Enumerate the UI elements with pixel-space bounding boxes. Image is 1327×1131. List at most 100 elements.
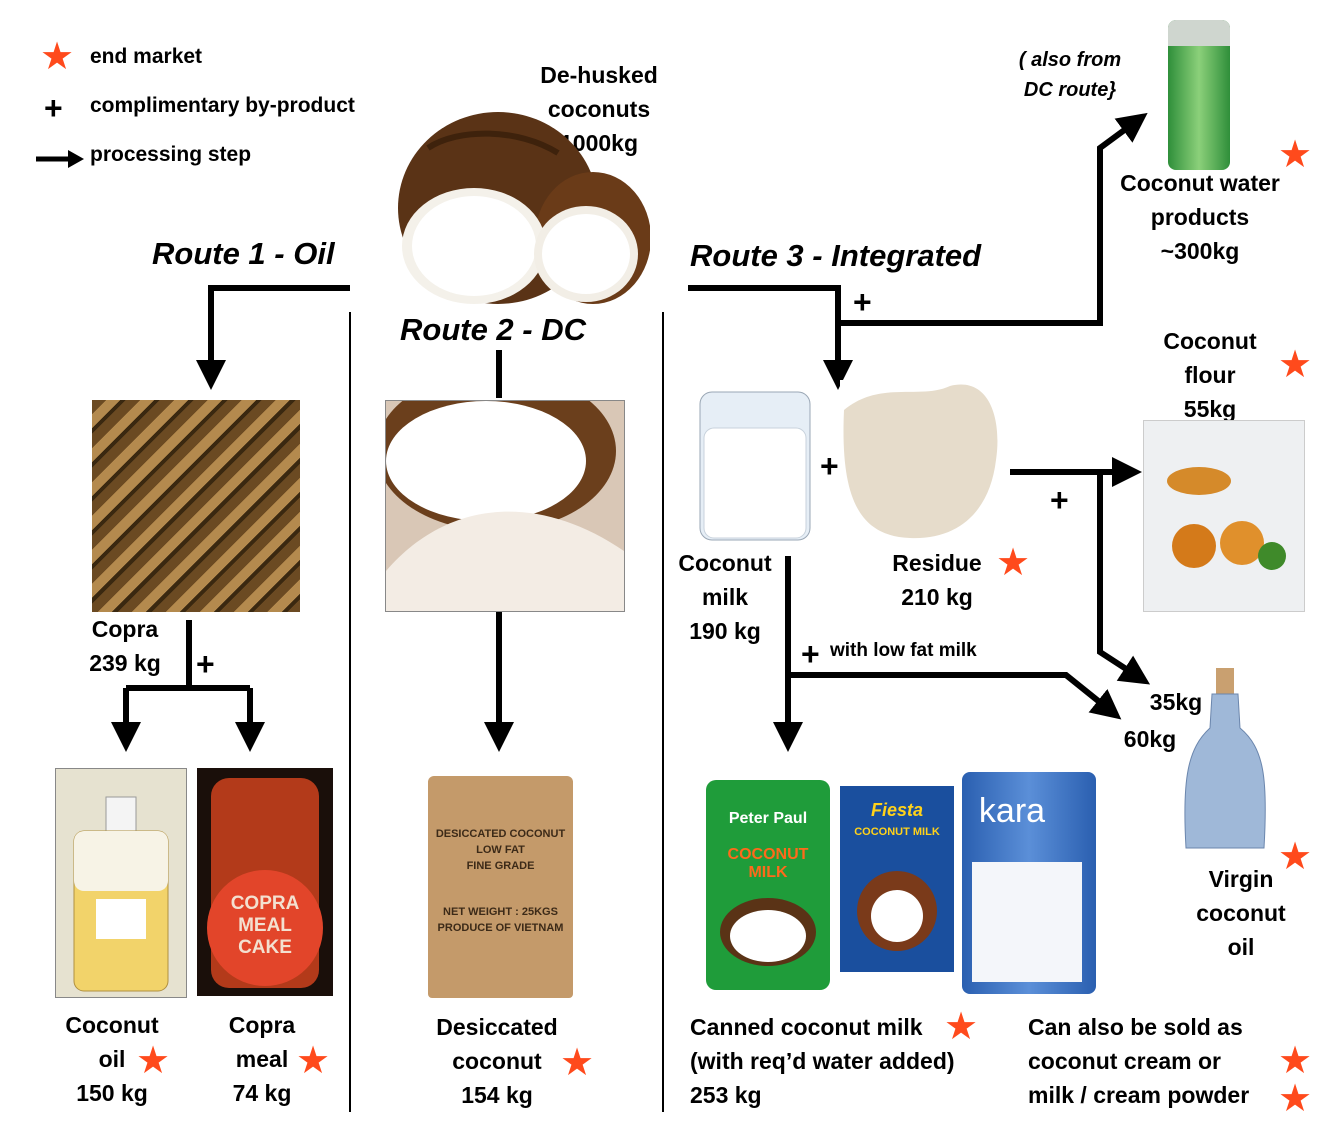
flour-star-icon: ★: [1278, 344, 1313, 386]
legend-star-icon: ★: [40, 36, 75, 78]
route3-connector: [688, 285, 853, 390]
copra-meal-amount: 74 kg: [232, 1080, 292, 1106]
note-line2: DC route}: [1023, 79, 1117, 101]
copra-label: Copra 239 kg: [80, 612, 170, 680]
copra-amount: 239 kg: [89, 650, 161, 676]
vco-star-icon: ★: [1278, 836, 1313, 878]
water-star-icon: ★: [1278, 134, 1313, 176]
bag-text-5: PRODUCE OF VIETNAM: [437, 922, 564, 934]
legend-processing: processing step: [90, 143, 252, 166]
canned-star-icon: ★: [944, 1006, 979, 1048]
low-fat-milk-label: with low fat milk: [830, 640, 977, 661]
kara-brand: kara: [978, 792, 1046, 830]
lowfat-plus-icon: +: [801, 636, 820, 672]
canned-line2: (with req’d water added): [690, 1048, 955, 1074]
also-line3: milk / cream powder: [1028, 1082, 1250, 1108]
to-water-arrow: [838, 112, 1148, 326]
copra-name: Copra: [91, 616, 159, 642]
legend-end-market: end market: [90, 45, 203, 68]
desiccated-line1: Desiccated: [436, 1014, 558, 1040]
vco-line3: oil: [1227, 934, 1255, 960]
vco-amount-60: 60kg: [1123, 726, 1177, 752]
desiccated-powder-image: [385, 400, 625, 612]
water-plus-icon: +: [853, 284, 872, 320]
legend-byproduct: complimentary by-product: [90, 94, 355, 117]
residue-label: Residue 210 kg: [880, 546, 994, 614]
powder-icon: [386, 401, 624, 611]
lowfat-to-vco-arrow: [788, 672, 1122, 720]
vco-line1: Virgin: [1208, 866, 1274, 892]
jar-text-3: CAKE: [238, 937, 292, 958]
desiccated-label: Desiccated coconut 154 kg: [420, 1010, 574, 1112]
peter-paul-can-image: Peter Paul COCONUT MILK: [706, 780, 830, 990]
vco-bottle-icon: [1184, 668, 1266, 849]
coconut-flour-label: Coconut flour 55kg: [1150, 324, 1270, 426]
also-line2: coconut cream or: [1028, 1048, 1221, 1074]
canned-line1: Canned coconut milk: [690, 1014, 923, 1040]
route1-title: Route 1 - Oil: [152, 236, 335, 271]
milk-glass-icon: [699, 391, 811, 541]
canned-amount: 253 kg: [690, 1082, 762, 1108]
route2-title: Route 2 - DC: [400, 312, 586, 347]
residue-icon: [843, 384, 998, 539]
cream-star-icon: ★: [1278, 1040, 1313, 1082]
can-top: [1168, 20, 1230, 46]
peter-paul-product: COCONUT MILK: [706, 846, 830, 882]
also-line1: Can also be sold as: [1028, 1014, 1243, 1040]
milk-line1: Coconut: [678, 550, 772, 576]
vco-bottle-image: [1180, 668, 1270, 858]
coconut-halves-image: [398, 112, 650, 304]
jar-text-2: MEAL: [238, 915, 292, 936]
note-line1: ( also from: [1018, 49, 1122, 71]
can-coconut-text: COCONUT: [727, 846, 809, 863]
brand-peter: Peter: [728, 810, 769, 827]
kara-label-panel: [972, 862, 1082, 982]
flour-amount: 55kg: [1183, 396, 1237, 422]
also-sold-label: Can also be sold as coconut cream or mil…: [1028, 1010, 1249, 1112]
water-line2: products: [1150, 204, 1250, 230]
bag-text-2: LOW FAT: [476, 844, 525, 856]
copra-meal-image: COPRA MEAL CAKE: [197, 768, 333, 996]
fiesta-coconut-icon: [857, 871, 937, 951]
residue-amount: 210 kg: [901, 584, 973, 610]
desiccated-amount: 154 kg: [461, 1082, 533, 1108]
fiesta-box-image: Fiesta COCONUT MILK: [840, 786, 954, 972]
powder-star-icon: ★: [1278, 1078, 1313, 1120]
bag-text: DESICCATED COCONUT LOW FAT FINE GRADE NE…: [428, 826, 573, 936]
flour-branch-down: [1097, 472, 1151, 685]
milk-plus-icon: +: [820, 448, 839, 484]
source-line2: coconuts: [547, 96, 651, 122]
copra-meal-line1: Copra: [228, 1012, 296, 1038]
vco-line2: coconut: [1196, 900, 1286, 926]
vco-label: Virgin coconut oil: [1186, 862, 1296, 964]
brand-paul: Paul: [773, 810, 808, 827]
coconut-oil-amount: 150 kg: [76, 1080, 148, 1106]
jar-text: COPRA MEAL CAKE: [197, 893, 333, 959]
source-line1: De-husked: [540, 62, 658, 88]
flour-line1: Coconut: [1163, 328, 1257, 354]
coconut-flour-bag-image: [1143, 420, 1305, 612]
peter-paul-brand: Peter Paul: [706, 810, 830, 828]
desiccated-line2: coconut: [452, 1048, 542, 1074]
flour-branch-plus-icon: +: [1050, 482, 1069, 518]
water-amount: ~300kg: [1160, 238, 1240, 264]
desiccated-bag-image: DESICCATED COCONUT LOW FAT FINE GRADE NE…: [428, 776, 573, 998]
residue-star-icon: ★: [996, 542, 1031, 584]
can-coconut-icon: [720, 898, 816, 966]
milk-line2: milk: [701, 584, 749, 610]
bag-text-3: FINE GRADE: [466, 860, 535, 872]
copra-meal-jar-icon: [207, 778, 323, 988]
can-milk-text: MILK: [748, 864, 788, 881]
copra-meal-label: Copra meal 74 kg: [212, 1008, 312, 1110]
bag-text-4: NET WEIGHT : 25KGS: [443, 906, 558, 918]
residue-image: [840, 380, 1004, 544]
copra-image: [92, 400, 300, 612]
coconut-water-label: Coconut water products ~300kg: [1100, 166, 1300, 268]
also-from-dc-note: ( also from DC route}: [1000, 45, 1140, 105]
milk-amount: 190 kg: [689, 618, 761, 644]
route1-connector: [196, 285, 350, 390]
fiesta-brand: Fiesta: [870, 800, 924, 820]
flour-line2: flour: [1184, 362, 1236, 388]
coconut-milk-label: Coconut milk 190 kg: [672, 546, 778, 648]
